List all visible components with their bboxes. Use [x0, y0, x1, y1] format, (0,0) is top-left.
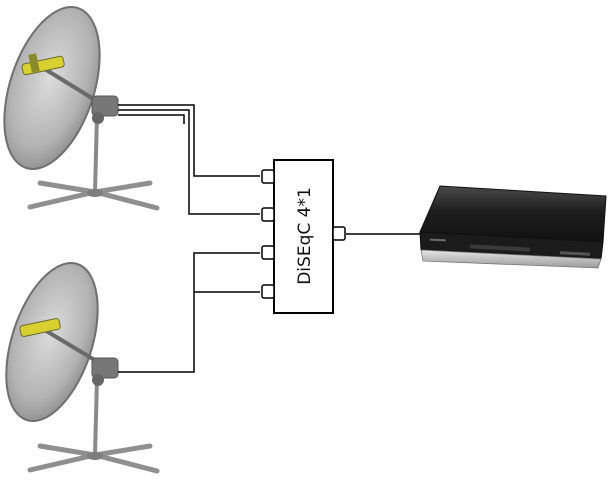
- cable-bottom: [118, 252, 260, 373]
- satellite-dish-icon: [5, 262, 160, 474]
- satellite-receiver: [419, 185, 607, 269]
- satellite-dish-bottom: [5, 262, 160, 474]
- satellite-dish-top: [3, 6, 160, 211]
- cable-top-2: [118, 109, 260, 215]
- cable-top-3: [118, 114, 185, 124]
- satellite-dish-icon: [3, 6, 160, 211]
- switch-label: DiSEqC 4*1: [295, 187, 315, 285]
- switch-output-connector: [332, 226, 346, 241]
- cables: [118, 104, 420, 373]
- switch-input-connectors: [261, 169, 275, 299]
- diseqc-switch: DiSEqC 4*1: [261, 159, 346, 314]
- cable-top-1: [118, 104, 260, 177]
- set-top-box-icon: [419, 185, 607, 269]
- switch-body: [273, 159, 334, 314]
